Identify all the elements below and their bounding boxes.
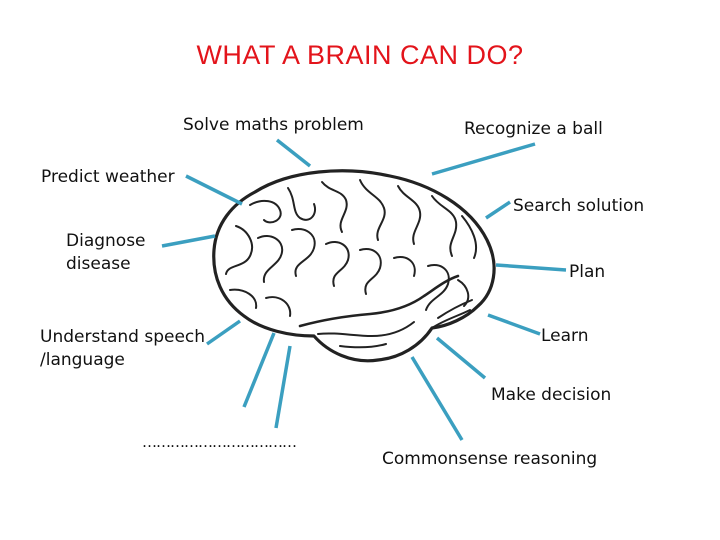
label-make-decision: Make decision <box>491 385 612 405</box>
connector-bottom-1 <box>242 332 276 408</box>
connector-learn <box>487 313 541 336</box>
diagram-title: WHAT A BRAIN CAN DO? <box>196 40 524 70</box>
label-search-solution: Search solution <box>513 196 645 216</box>
connector-bottom-2 <box>274 345 292 429</box>
connector-plan <box>495 263 567 272</box>
connector-understand <box>205 319 242 346</box>
label-understand-line2: /language <box>40 350 125 370</box>
label-commonsense: Commonsense reasoning <box>382 449 598 469</box>
connector-diagnose <box>161 234 216 248</box>
label-understand-line1: Understand speech <box>40 327 206 347</box>
label-plan: Plan <box>569 262 606 282</box>
label-diagnose-line2: disease <box>66 254 131 274</box>
label-placeholder-dots: …………………………… <box>142 433 297 451</box>
label-predict-weather: Predict weather <box>41 167 175 187</box>
connector-search-solution <box>485 200 511 220</box>
label-recognize-ball: Recognize a ball <box>464 119 603 139</box>
label-diagnose-line1: Diagnose <box>66 231 146 251</box>
connector-predict-weather <box>185 174 243 206</box>
connector-commonsense <box>410 356 464 441</box>
label-solve-maths: Solve maths problem <box>183 115 364 135</box>
brain-outline <box>212 169 496 363</box>
label-learn: Learn <box>541 326 589 346</box>
connector-make-decision <box>435 336 487 380</box>
brain-icon <box>212 169 496 363</box>
connector-solve-maths <box>275 138 312 168</box>
connector-lines <box>161 138 567 441</box>
connector-recognize-ball <box>431 142 536 176</box>
